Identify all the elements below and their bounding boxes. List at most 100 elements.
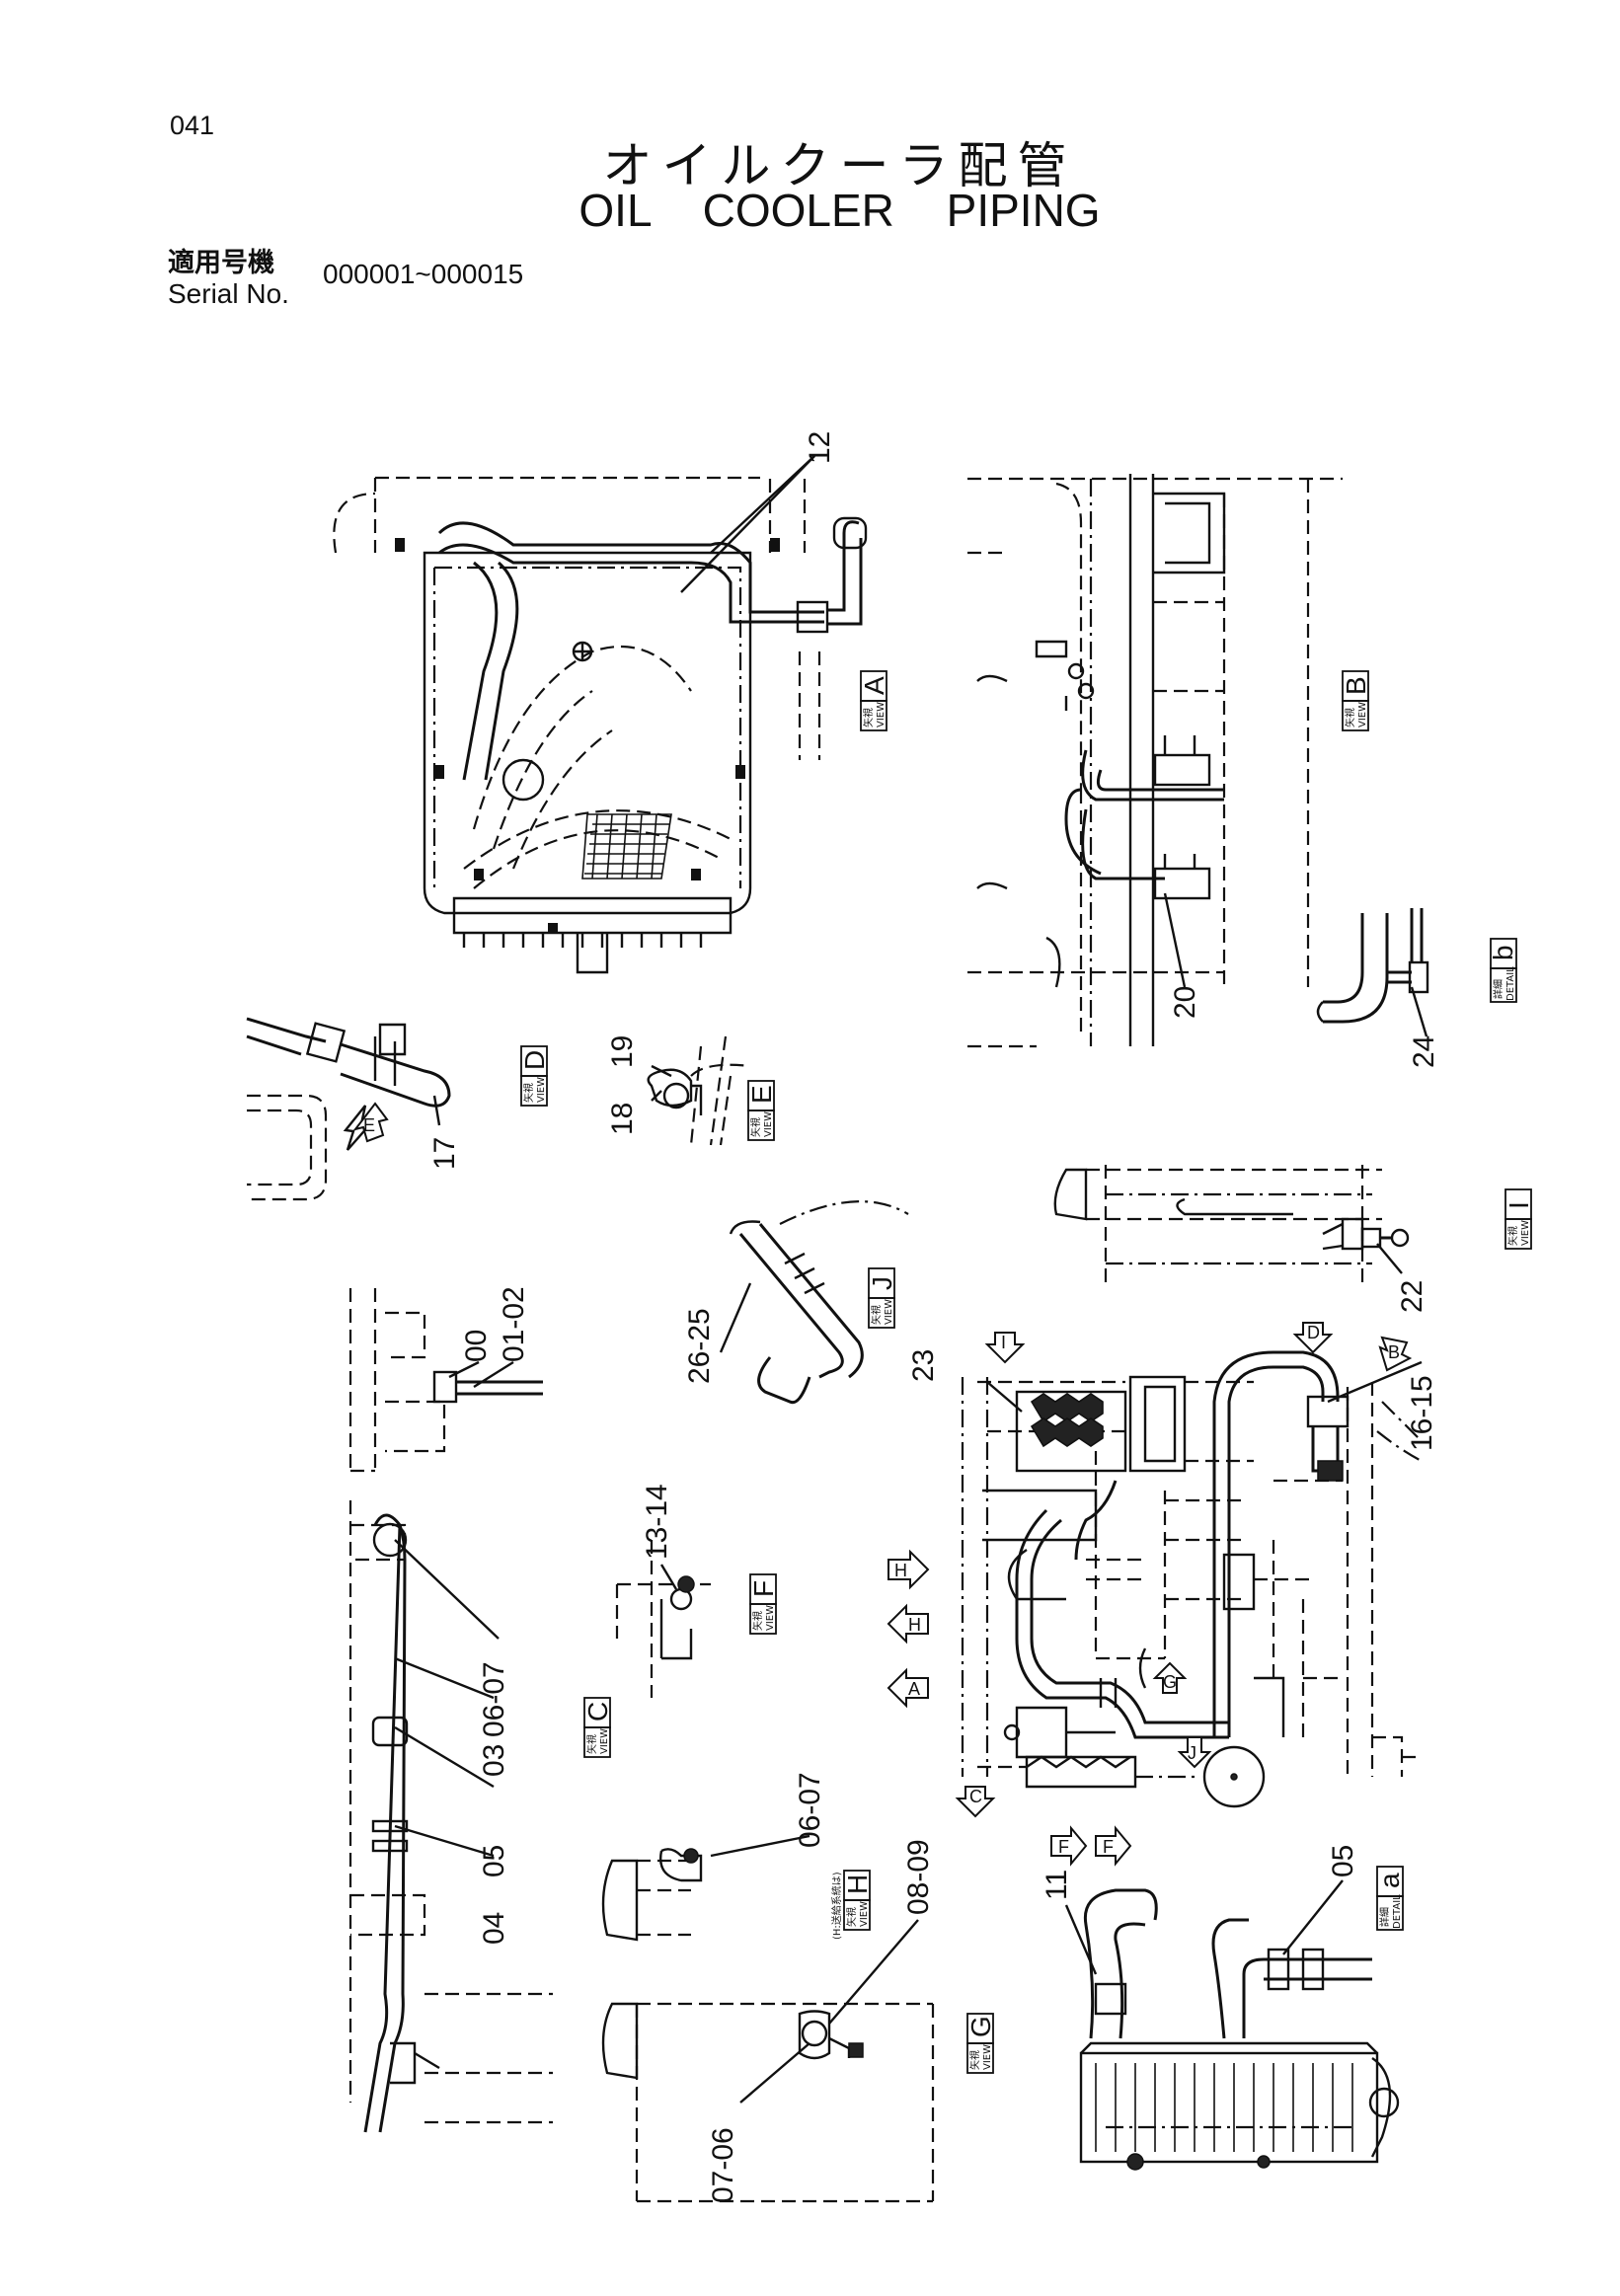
view-tag-a: 矢視 VIEW A xyxy=(859,670,889,731)
part-label-20: 20 xyxy=(1169,986,1201,1019)
svg-text:B: B xyxy=(1341,676,1371,695)
svg-text:DETAIL: DETAIL xyxy=(1392,1894,1403,1929)
view-direction-arrows: I D B H H A G J xyxy=(352,1102,1413,1867)
view-d-drawing xyxy=(246,1017,451,1201)
part-label-05-detail-a: 05 xyxy=(1327,1845,1359,1877)
arrow-marker-d: D xyxy=(1292,1322,1334,1354)
svg-text:J: J xyxy=(867,1276,897,1290)
view-f-drawing xyxy=(615,1540,711,1698)
part-label-01-02: 01-02 xyxy=(498,1286,530,1362)
engine-assembly-drawing xyxy=(961,1350,1423,1808)
arrow-marker-f-2: F xyxy=(1095,1825,1132,1867)
view-tag-f: 矢視 VIEW F xyxy=(748,1573,779,1635)
svg-text:詳細: 詳細 xyxy=(1378,1907,1391,1927)
arrow-marker-a: A xyxy=(887,1667,929,1709)
svg-text:詳細: 詳細 xyxy=(1492,979,1504,999)
detail-tag-a: 詳細 DETAIL a xyxy=(1374,1866,1405,1931)
detail-a-drawing xyxy=(1079,1888,1400,2171)
svg-text:C: C xyxy=(582,1702,613,1722)
svg-text:VIEW: VIEW xyxy=(884,1299,894,1325)
svg-text:矢視: 矢視 xyxy=(845,1907,858,1927)
svg-text:VIEW: VIEW xyxy=(1357,702,1368,727)
serial-label-english: Serial No. xyxy=(168,278,289,309)
part-label-06-07-view-c: 06-07 xyxy=(478,1661,510,1737)
svg-text:矢視: 矢視 xyxy=(749,1117,762,1137)
view-i-drawing xyxy=(1053,1165,1410,1283)
svg-text:b: b xyxy=(1488,945,1518,960)
detail-b-drawing xyxy=(1316,908,1429,1024)
view-tag-d: 矢視 VIEW D xyxy=(519,1045,550,1107)
svg-text:H: H xyxy=(908,1615,921,1635)
svg-text:A: A xyxy=(859,676,889,695)
arrow-marker-f-1: F xyxy=(1050,1825,1088,1867)
part-label-08-09: 08-09 xyxy=(902,1839,935,1915)
view-b-drawing xyxy=(967,474,1343,1048)
part-label-23: 23 xyxy=(907,1349,940,1382)
svg-text:E: E xyxy=(746,1085,777,1104)
view-tag-i: 矢視 VIEW I xyxy=(1504,1188,1534,1250)
view-h-drawing xyxy=(601,1848,703,1942)
svg-text:a: a xyxy=(1374,1873,1405,1888)
svg-text:VIEW: VIEW xyxy=(859,1901,870,1927)
svg-text:矢視: 矢視 xyxy=(968,2050,981,2070)
part-label-00: 00 xyxy=(460,1330,493,1362)
part-label-18: 18 xyxy=(606,1103,639,1135)
part-label-16-15: 16-15 xyxy=(1406,1375,1438,1451)
part-label-12: 12 xyxy=(804,431,836,464)
svg-text:矢視: 矢視 xyxy=(1506,1226,1519,1246)
svg-text:DETAIL: DETAIL xyxy=(1505,966,1516,1001)
page-number: 041 xyxy=(170,111,215,140)
svg-text:G: G xyxy=(965,2016,996,2037)
part-label-13-14: 13-14 xyxy=(641,1484,673,1560)
svg-text:D: D xyxy=(1307,1323,1320,1342)
svg-text:I: I xyxy=(1001,1333,1006,1352)
svg-text:矢視: 矢視 xyxy=(862,708,875,727)
view-tag-e: 矢視 VIEW E xyxy=(746,1080,777,1141)
part-label-07-06: 07-06 xyxy=(707,2127,739,2203)
part-label-03: 03 xyxy=(478,1744,510,1777)
svg-text:VIEW: VIEW xyxy=(876,702,887,727)
svg-text:H: H xyxy=(842,1875,873,1894)
arrow-marker-c: C xyxy=(955,1786,996,1818)
view-h-note: (H:送給系統は) xyxy=(830,1872,843,1940)
part-label-22: 22 xyxy=(1396,1280,1428,1313)
view-tag-j: 矢視 VIEW J xyxy=(867,1267,897,1329)
part-label-24: 24 xyxy=(1408,1035,1440,1068)
part-label-06-07-view-h: 06-07 xyxy=(794,1772,826,1848)
svg-text:VIEW: VIEW xyxy=(763,1111,774,1137)
arrow-marker-g: G xyxy=(1152,1661,1188,1694)
part-label-26-25: 26-25 xyxy=(683,1308,716,1384)
title-japanese: オイルクーラ配管 xyxy=(602,137,1077,194)
arrow-marker-e: E xyxy=(352,1102,389,1143)
part-label-19: 19 xyxy=(606,1035,639,1068)
view-c-drawing xyxy=(348,1288,553,2133)
svg-text:D: D xyxy=(519,1050,550,1070)
arrow-marker-h-right: H xyxy=(887,1549,930,1590)
svg-text:VIEW: VIEW xyxy=(982,2044,993,2070)
view-e-drawing xyxy=(647,1035,751,1146)
svg-text:C: C xyxy=(969,1787,982,1806)
svg-text:F: F xyxy=(1103,1837,1114,1857)
view-j-drawing xyxy=(729,1200,909,1405)
svg-text:VIEW: VIEW xyxy=(536,1077,547,1103)
svg-text:VIEW: VIEW xyxy=(599,1728,610,1754)
view-tag-h: (H:送給系統は) 矢視 VIEW H xyxy=(830,1870,873,1940)
view-tag-b: 矢視 VIEW B xyxy=(1341,670,1371,731)
view-a-drawing xyxy=(333,476,868,974)
detail-tag-b: 詳細 DETAIL b xyxy=(1488,938,1518,1003)
svg-text:矢視: 矢視 xyxy=(751,1611,764,1631)
view-tags: 矢視 VIEW A 矢視 VIEW B 詳細 DETAIL b 矢視 VIEW … xyxy=(519,670,1534,2074)
arrow-marker-h-left: H xyxy=(887,1603,929,1645)
part-labels: 12 20 24 17 19 18 22 26-25 23 16-15 00 0… xyxy=(428,431,1440,2203)
svg-text:矢視: 矢視 xyxy=(1344,708,1356,727)
view-g-drawing xyxy=(601,2002,935,2203)
svg-text:I: I xyxy=(1504,1201,1534,1209)
svg-text:E: E xyxy=(363,1115,375,1135)
arrow-marker-j: J xyxy=(1177,1736,1212,1769)
svg-text:B: B xyxy=(1388,1342,1400,1362)
arrow-marker-i: I xyxy=(984,1332,1026,1364)
arrow-marker-b: B xyxy=(1378,1336,1413,1372)
serial-label-japanese: 適用号機 xyxy=(168,248,274,278)
view-tag-c: 矢視 VIEW C xyxy=(582,1697,613,1758)
svg-text:A: A xyxy=(908,1679,920,1699)
